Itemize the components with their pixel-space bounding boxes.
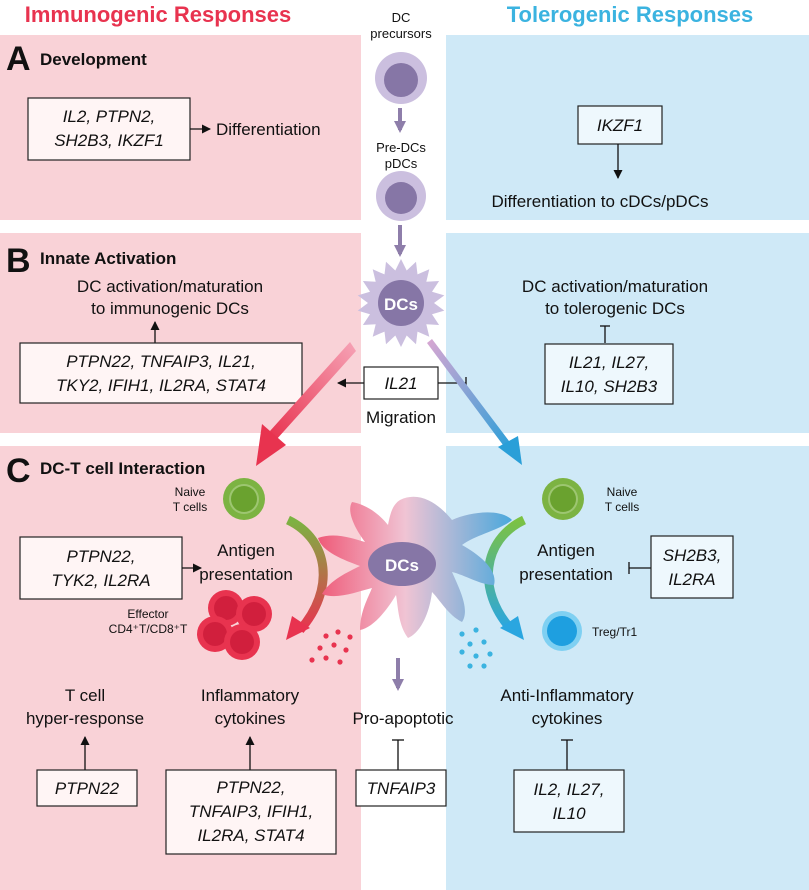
- section-c-left-antigen-gene-box: [19, 536, 183, 600]
- treg-cell: [542, 611, 582, 651]
- effector-t-cells: [197, 590, 272, 660]
- migration-label: Migration: [366, 408, 436, 427]
- antigen-right-2: presentation: [519, 565, 613, 584]
- section-b-right-genes-2: IL10, SH2B3: [561, 377, 658, 396]
- curved-arrow-left: [285, 515, 328, 640]
- immunogenic-header: Immunogenic Responses: [25, 2, 292, 27]
- hyper-gene-box: [36, 769, 138, 807]
- antigen-left-1: Antigen: [217, 541, 275, 560]
- hyper-gene: PTPN22: [55, 779, 120, 798]
- apoptotic-gene: TNFAIP3: [367, 779, 436, 798]
- effector-label-2: CD4⁺T/CD8⁺T: [109, 622, 188, 636]
- section-c-right-antigen-gene-box: [650, 535, 734, 599]
- section-a-letter: A: [6, 40, 31, 78]
- section-a-left-gene-box: [27, 97, 191, 161]
- section-b-right-genes-1: IL21, IL27,: [569, 353, 649, 372]
- dc-precursors-label-1: DC: [392, 10, 411, 25]
- treg-label: Treg/Tr1: [592, 625, 637, 639]
- dc-large-cell: DCs: [318, 496, 512, 638]
- effector-label-1: Effector: [127, 607, 168, 621]
- section-a-right-outcome: Differentiation to cDCs/pDCs: [492, 192, 709, 211]
- section-b-right-outcome-2: to tolerogenic DCs: [545, 299, 685, 318]
- section-b-right-outcome-1: DC activation/maturation: [522, 277, 708, 296]
- activated-dc-cell: DCs: [357, 259, 445, 347]
- section-a-right-gene: IKZF1: [597, 116, 643, 135]
- section-a-title: Development: [40, 50, 147, 69]
- dc-label-c: DCs: [385, 556, 419, 575]
- apoptotic-gene-box: [355, 769, 447, 807]
- naive-left-label-1: Naive: [175, 485, 206, 499]
- migration-arrow-tolerogenic: [427, 339, 522, 465]
- section-c-right-antigen-genes-1: SH2B3,: [663, 546, 722, 565]
- pre-dcs-label-1: Pre-DCs: [376, 140, 426, 155]
- section-b-right-gene-box: [544, 343, 674, 405]
- pro-apoptotic-label: Pro-apoptotic: [352, 709, 454, 728]
- naive-left-label-2: T cells: [173, 500, 207, 514]
- pre-dc-cell: [376, 171, 426, 221]
- inflammatory-dots: [309, 629, 353, 665]
- section-b-left-gene-box: [19, 342, 303, 404]
- section-b-center-gene: IL21: [384, 374, 417, 393]
- section-b-left-genes-1: PTPN22, TNFAIP3, IL21,: [66, 352, 256, 371]
- section-a-left-genes-1: IL2, PTPN2,: [63, 107, 156, 126]
- inflammatory-2: cytokines: [215, 709, 286, 728]
- antigen-right-1: Antigen: [537, 541, 595, 560]
- dc-label-b: DCs: [384, 295, 418, 314]
- inflammatory-genes-2: TNFAIP3, IFIH1,: [189, 802, 313, 821]
- section-a-left-genes-2: SH2B3, IKZF1: [54, 131, 164, 150]
- dc-precursors-label-2: precursors: [370, 26, 432, 41]
- section-b-letter: B: [6, 242, 31, 280]
- section-c-right-antigen-genes-2: IL2RA: [668, 570, 715, 589]
- section-c-letter: C: [6, 452, 31, 490]
- naive-t-cell-left: [223, 478, 265, 520]
- dc-precursor-cell: [375, 52, 427, 104]
- section-b-left-genes-2: TKY2, IFIH1, IL2RA, STAT4: [56, 376, 266, 395]
- anti-inflammatory-2: cytokines: [532, 709, 603, 728]
- anti-inflammatory-genes-1: IL2, IL27,: [534, 780, 605, 799]
- section-a-left-outcome: Differentiation: [216, 120, 321, 139]
- section-c-left-antigen-genes-2: TYK2, IL2RA: [51, 571, 150, 590]
- naive-right-label-2: T cells: [605, 500, 639, 514]
- section-b-left-outcome-1: DC activation/maturation: [77, 277, 263, 296]
- inflammatory-genes-1: PTPN22,: [217, 778, 286, 797]
- hyper-response-1: T cell: [65, 686, 105, 705]
- migration-arrow-immunogenic: [256, 342, 356, 466]
- inflammatory-gene-box: [165, 769, 337, 855]
- section-c-left-antigen-genes-1: PTPN22,: [67, 547, 136, 566]
- naive-right-label-1: Naive: [607, 485, 638, 499]
- section-c-title: DC-T cell Interaction: [40, 459, 205, 478]
- hyper-response-2: hyper-response: [26, 709, 144, 728]
- pre-dcs-label-2: pDCs: [385, 156, 418, 171]
- section-b-title: Innate Activation: [40, 249, 176, 268]
- anti-inflammatory-genes-2: IL10: [552, 804, 586, 823]
- section-a-right-gene-box: [577, 105, 663, 145]
- naive-t-cell-right: [542, 478, 584, 520]
- inflammatory-genes-3: IL2RA, STAT4: [197, 826, 304, 845]
- anti-inflammatory-dots: [459, 627, 493, 669]
- anti-inflammatory-gene-box: [513, 769, 625, 833]
- anti-inflammatory-1: Anti-Inflammatory: [500, 686, 634, 705]
- tolerogenic-header: Tolerogenic Responses: [507, 2, 754, 27]
- inflammatory-1: Inflammatory: [201, 686, 300, 705]
- antigen-left-2: presentation: [199, 565, 293, 584]
- section-b-left-outcome-2: to immunogenic DCs: [91, 299, 249, 318]
